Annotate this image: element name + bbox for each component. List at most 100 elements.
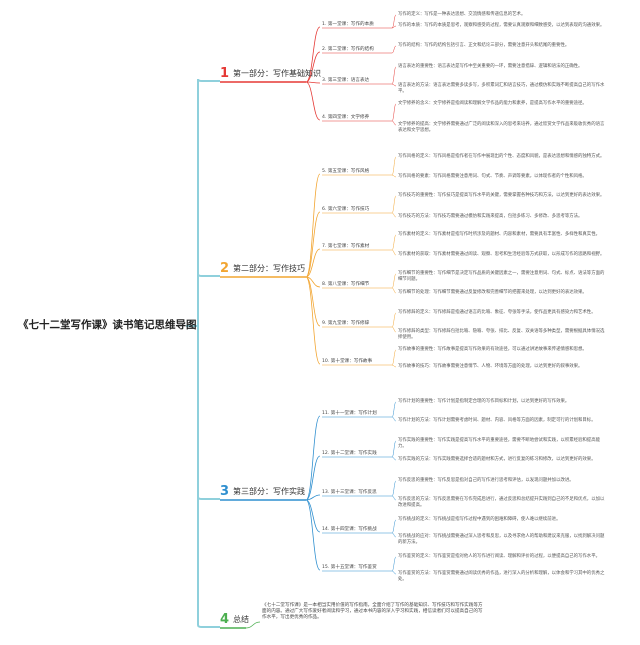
lesson-node[interactable]: 9. 第九堂课：写作修辞 [322,321,370,326]
lesson-node[interactable]: 8. 第八堂课：写作细节 [322,282,370,287]
part-to-lesson-connector [305,276,321,288]
lesson-to-note-connector [391,401,397,418]
root-to-part-connector [186,78,220,327]
note-text: 写作的结构：写作的结构包括引言、正文和结论三部分，需要注意开头和结尾的重要性。 [398,43,570,48]
lesson-to-note-connector [391,287,397,294]
part-to-lesson-connector [305,81,321,121]
note-text: 写作技巧的重要性：写作技巧是提高写作水平的关键，需要掌握各种技巧和方法，以达到更… [398,193,605,198]
note-text: 写作细节的重要性：写作细节是决定写作品质的关键因素之一，需要注意用词、句式、标点… [398,271,605,282]
lesson-node[interactable]: 6. 第六堂课：写作技巧 [322,207,370,212]
note-text: 写作风格的定义：写作风格是指作者在写作中展现出的个性、态度和风貌，是表达思想和情… [398,154,605,159]
part-to-lesson-connector [305,276,321,365]
lesson-to-note-connector [391,456,397,461]
lesson-to-note-connector [391,66,397,85]
note-text: 写作鉴赏的方法：写作鉴赏需要通过阅读优秀的作品，进行深入的分析和理解，以体会和学… [398,571,605,582]
part-label: 第一部分：写作基础知识 [233,68,322,78]
lesson-to-note-connector [391,120,397,126]
note-text: 写作风格的要素：写作风格需要注意用词、句式、节奏、声调等要素，以体现作者的个性和… [398,174,587,179]
summary-text: 《七十二堂写作课》是一本相当实用价值的写作指南，全面介绍了写作的基础知识、写作技… [262,603,483,621]
part-to-summary-connector [245,621,261,629]
lesson-to-note-connector [391,174,397,178]
lesson-to-note-connector [391,83,397,87]
lesson-node[interactable]: 13. 第十三堂课：写作反思 [322,490,377,495]
lesson-to-note-connector [391,349,397,366]
lesson-node[interactable]: 10. 第十堂课：写作故事 [322,359,373,364]
part-to-lesson-connector [305,211,321,278]
part-number: 4 [220,611,230,627]
part-to-lesson-connector [305,26,321,83]
lesson-to-note-connector [391,532,397,538]
lesson-to-note-connector [391,519,397,534]
note-text: 语言表达的方法：语言表达需要多读多写，多积累词汇和语言技巧，通过模仿和实践不断提… [398,83,605,94]
lesson-to-note-connector [391,234,397,251]
lesson-to-note-connector [391,440,397,458]
note-text: 写作计划的重要性：写作计划是指制定合理的写作目标和计划，以达到更好的写作效果。 [398,399,570,404]
note-text: 写作反思的方法：写作反思需要在写作完成后进行，通过反思和总结提升实践到自己的不足… [398,497,605,508]
lesson-to-note-connector [391,416,397,422]
note-text: 写作计划的方法：写作计划需要考虑时间、题材、内容、风格等方面的因素，制定可行的计… [398,418,596,423]
part-to-lesson-connector [305,455,321,501]
part-to-lesson-connector [305,499,321,571]
note-text: 写作实践的重要性：写作实践是提高写作水平的重要途径，需要不断地尝试和实践，以积累… [398,438,600,449]
note-text: 写作素材的定义：写作素材是指写作时所涉及的题材、内容和素材，需要具有丰富性、多样… [398,232,600,237]
lesson-to-note-connector [391,495,397,501]
note-text: 写作故事的技巧：写作故事需要注意情节、人物、环境等方面的处理，以达到更好的叙事效… [398,364,583,369]
lesson-node[interactable]: 3. 第三堂课：语言表达 [322,78,370,83]
lesson-node[interactable]: 4. 第四堂课：文学修养 [322,115,370,120]
lesson-to-note-connector [391,249,397,256]
note-text: 写作修辞的类型：写作修辞包括比喻、隐喻、夸张、排比、反复、双关语等多种类型，需要… [398,329,605,340]
lesson-to-note-connector [391,570,397,575]
lesson-node[interactable]: 1. 第一堂课：写作的本质 [322,22,374,27]
lesson-to-note-connector [391,312,397,328]
note-text: 写作技巧的方法：写作技巧需要通过模仿和实践来提高，包括多练习、多修改、多思考等方… [398,214,583,219]
lesson-to-note-connector [391,25,397,29]
lesson-node[interactable]: 2. 第二堂课：写作的结构 [322,47,374,52]
lesson-to-note-connector [391,273,397,289]
lesson-to-note-connector [391,556,397,572]
lesson-to-note-connector [391,212,397,218]
note-text: 写作挑战的定义：写作挑战是指写作过程中遇到的困难和障碍，使人难以继续前进。 [398,517,561,522]
lesson-node[interactable]: 12. 第十二堂课：写作实践 [322,451,377,456]
lesson-node[interactable]: 11. 第十一堂课：写作计划 [322,411,377,416]
root-title[interactable]: 《七十二堂写作课》读书笔记思维导图 [18,319,197,331]
part-to-lesson-connector [305,81,321,84]
lesson-to-note-connector [391,14,397,29]
note-text: 写作鉴赏的定义：写作鉴赏是指对他人的写作进行阅读、理解和评价的过程，以便提高自己… [398,554,600,559]
part-to-lesson-connector [305,51,321,83]
lesson-node[interactable]: 7. 第七堂课：写作素材 [322,244,370,249]
lesson-to-note-connector [391,45,397,54]
lesson-node[interactable]: 5. 第五堂课：写作风格 [322,169,370,174]
note-text: 写作故事的重要性：写作故事是提高写作效果的有效途径，可以通过讲述故事来传递情感和… [398,347,587,352]
note-text: 写作实践的方法：写作实践需要选择合适的题材和方式，进行反复的练习和修改，以达到更… [398,457,596,462]
part-label: 总结 [233,614,250,624]
lesson-node[interactable]: 14. 第十四堂课：写作挑战 [322,527,377,532]
note-text: 文学修养的提高：文学修养需要通过广泛的阅读和深入的思考来培养，通过欣赏文学作品来… [398,122,605,133]
lesson-to-note-connector [391,480,397,497]
note-text: 写作素材的获取：写作素材需要通过阅读、观察、思考和生活经验等方式获取，以形成写作… [398,252,605,257]
lesson-to-note-connector [391,326,397,333]
part-to-lesson-connector [305,499,321,533]
note-text: 写作的本质：写作的本质是思考，观察和感受的过程，需要认真观察和细致感受，以达到表… [398,23,605,28]
root-to-part-connector [186,273,220,327]
part-to-lesson-connector [305,415,321,501]
part-label: 第二部分：写作技巧 [233,263,306,273]
note-text: 写作挑战的应对：写作挑战需要通过深入思考和反思，以及寻求他人的帮助和建议来克服，… [398,534,605,545]
lesson-node[interactable]: 15. 第十五堂课：写作鉴赏 [322,565,377,570]
note-text: 文学修养的含义：文学修养是指阅读和理解文学作品的能力和素养，是提高写作水平的重要… [398,101,587,106]
note-text: 写作反思的重要性：写作反思是指对自己的写作进行思考和评估，以发现问题并加以改进。 [398,478,574,483]
lesson-to-note-connector [391,195,397,214]
root-to-part-connector [186,325,220,628]
lesson-to-note-connector [391,156,397,176]
note-text: 语言表达的重要性：语言表达是写作中至关重要的一环，需要注意措辞、逻辑和语法的正确… [398,64,583,69]
lesson-to-note-connector [391,103,397,122]
part-number: 3 [220,483,230,499]
note-text: 写作细节的处理：写作细节需要通过反复修改和完善细节的把握来处理，以达到更好的表达… [398,290,587,295]
note-text: 写作修辞的定义：写作修辞是指通过语言的比喻、象征、夸张等手法，使作品更具有感染力… [398,310,596,315]
part-number: 2 [220,260,230,276]
